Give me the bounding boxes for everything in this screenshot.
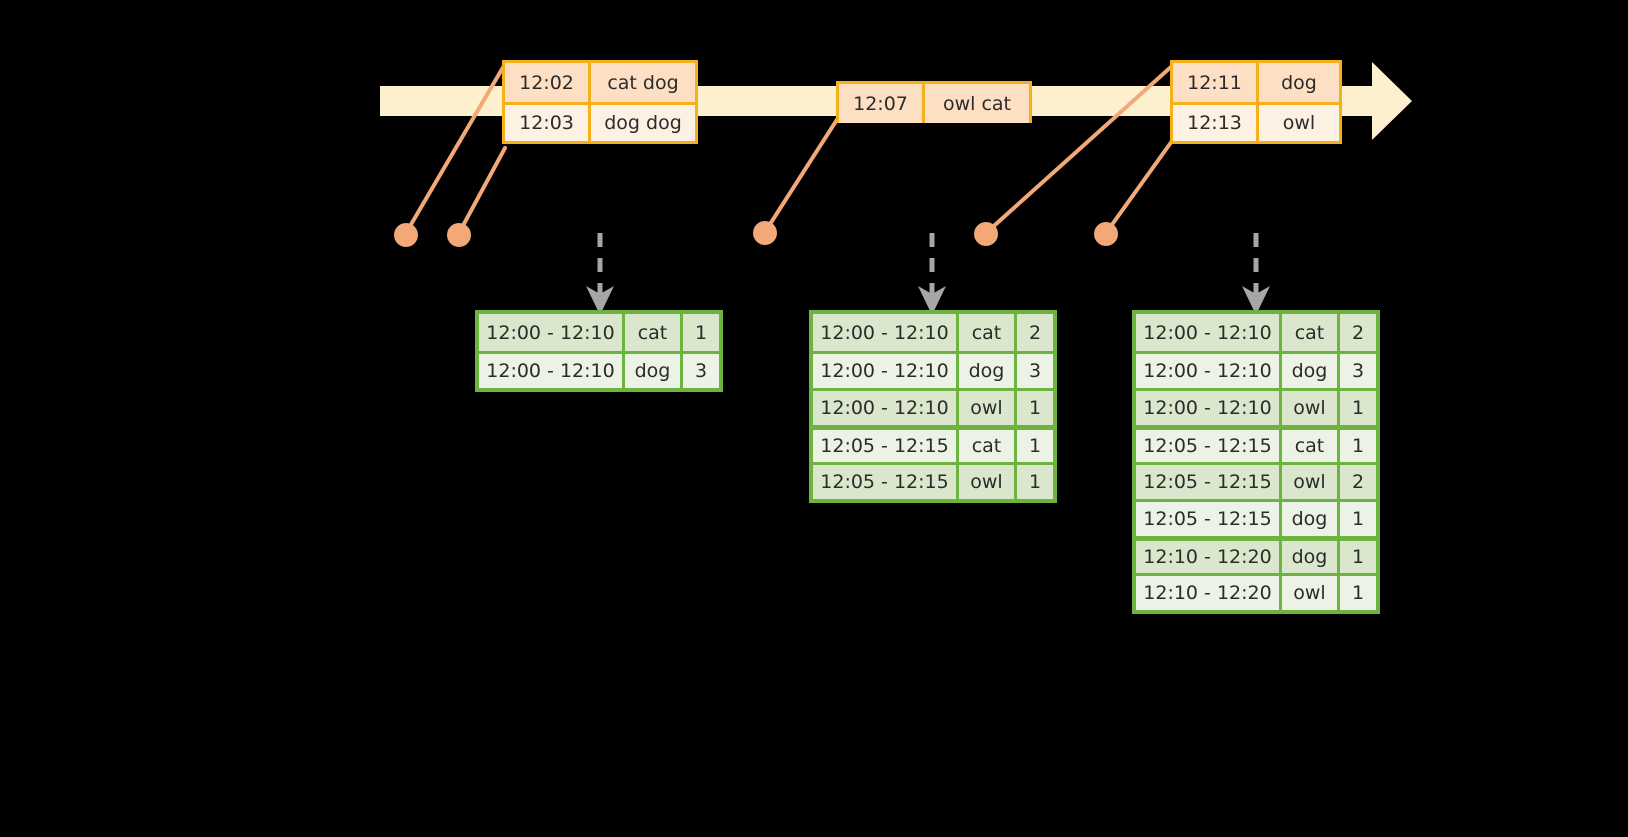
window-cell: 12:00 - 12:10: [813, 354, 959, 388]
event-dot-2: [447, 223, 471, 247]
count-cell: 2: [1351, 321, 1365, 344]
event-row: 12:11 dog: [1173, 63, 1339, 102]
event-value: dog dog: [604, 112, 682, 134]
key-cell: owl: [1282, 465, 1340, 499]
count-cell: 3: [1028, 360, 1042, 382]
count-cell: 2: [1351, 471, 1365, 493]
event-row: 12:03 dog dog: [505, 102, 695, 141]
window-cell: 12:10 - 12:20: [1136, 541, 1282, 573]
window-cell: 12:05 - 12:15: [813, 465, 959, 499]
count-cell: 1: [1028, 435, 1042, 457]
key-cell: dog: [1282, 354, 1340, 388]
window-cell: 12:05 - 12:15: [1136, 465, 1282, 499]
key-cell: owl: [959, 391, 1017, 425]
event-row: 12:02 cat dog: [505, 63, 695, 102]
count-cell: 1: [1028, 397, 1042, 419]
window-cell: 12:00 - 12:10: [479, 354, 625, 388]
key-cell: owl: [959, 465, 1017, 499]
key-cell: dog: [625, 354, 683, 388]
event-box-2[interactable]: 12:07 owl cat: [836, 81, 1032, 123]
count-cell: 1: [694, 321, 708, 344]
event-value: dog: [1281, 71, 1317, 94]
window-cell: 12:10 - 12:20: [1136, 576, 1282, 610]
event-time: 12:13: [1173, 105, 1259, 141]
count-cell: 3: [1351, 360, 1365, 382]
key-cell: dog: [1282, 502, 1340, 536]
event-time: 12:07: [839, 84, 925, 123]
event-time: 12:02: [505, 63, 591, 102]
event-box-1[interactable]: 12:02 cat dog 12:03 dog dog: [502, 60, 698, 144]
event-value: owl: [1282, 112, 1316, 134]
event-dot-4: [974, 222, 998, 246]
count-cell: 1: [1351, 397, 1365, 419]
event-row: 12:07 owl cat: [839, 84, 1029, 123]
event-box-3[interactable]: 12:11 dog 12:13 owl: [1170, 60, 1342, 144]
window-cell: 12:00 - 12:10: [1136, 391, 1282, 425]
key-cell: dog: [1282, 541, 1340, 573]
key-cell: cat: [625, 314, 683, 351]
window-cell: 12:00 - 12:10: [1136, 314, 1282, 351]
event-dot-1: [394, 223, 418, 247]
key-cell: owl: [1282, 391, 1340, 425]
event-time: 12:11: [1173, 63, 1259, 102]
count-cell: 1: [1351, 508, 1365, 530]
window-cell: 12:00 - 12:10: [1136, 354, 1282, 388]
window-cell: 12:05 - 12:15: [1136, 502, 1282, 536]
window-cell: 12:05 - 12:15: [813, 430, 959, 462]
event-dot-5: [1094, 222, 1118, 246]
count-cell: 1: [1351, 582, 1365, 604]
key-cell: cat: [959, 314, 1017, 351]
key-cell: dog: [959, 354, 1017, 388]
count-cell: 3: [694, 360, 708, 382]
event-row: 12:13 owl: [1173, 102, 1339, 141]
flow-arrows: [586, 233, 1271, 315]
event-value: cat dog: [607, 71, 679, 94]
key-cell: owl: [1282, 576, 1340, 610]
window-cell: 12:05 - 12:15: [1136, 430, 1282, 462]
event-dots: [394, 221, 1118, 247]
window-cell: 12:00 - 12:10: [479, 314, 625, 351]
key-cell: cat: [1282, 314, 1340, 351]
count-cell: 2: [1028, 321, 1042, 344]
window-cell: 12:00 - 12:10: [813, 314, 959, 351]
event-time: 12:03: [505, 105, 591, 141]
key-cell: cat: [1282, 430, 1340, 462]
count-cell: 1: [1028, 471, 1042, 493]
event-value: owl cat: [942, 92, 1012, 115]
key-cell: cat: [959, 430, 1017, 462]
window-cell: 12:00 - 12:10: [813, 391, 959, 425]
count-cell: 1: [1351, 435, 1365, 457]
event-dot-3: [753, 221, 777, 245]
count-cell: 1: [1351, 546, 1365, 568]
